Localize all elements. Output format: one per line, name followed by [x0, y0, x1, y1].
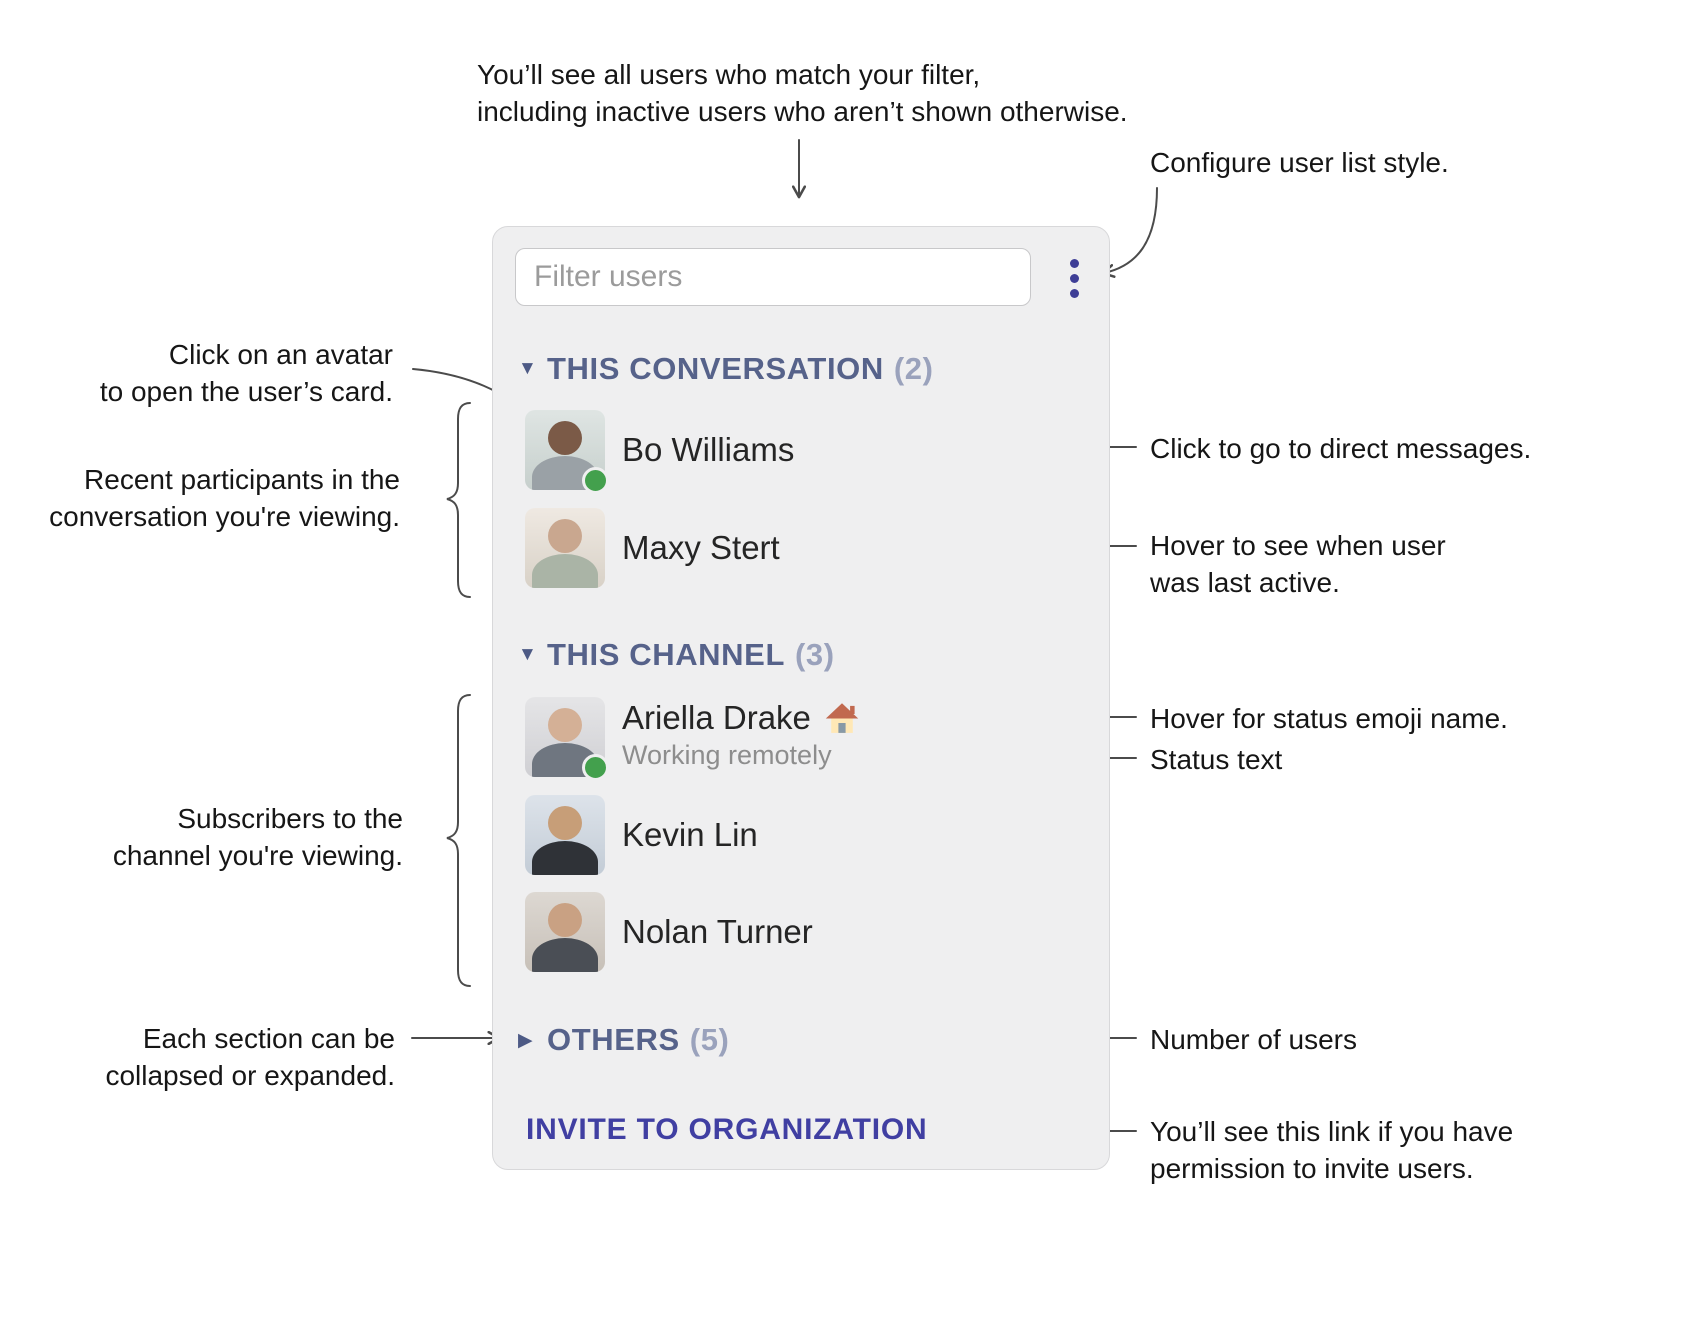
user-name[interactable]: Bo Williams: [622, 431, 795, 468]
triangle-down-icon: ▼: [518, 358, 537, 379]
user-status-text: Working remotely: [622, 740, 832, 770]
annotation-invite: You’ll see this link if you have permiss…: [1150, 1116, 1514, 1184]
annotation-avatar: Click on an avatar to open the user’s ca…: [99, 339, 393, 407]
annotation-status-text: Status text: [1150, 744, 1283, 775]
section-label: THIS CONVERSATION: [547, 351, 884, 386]
annotation-dm: Click to go to direct messages.: [1150, 433, 1532, 464]
online-status-dot: [582, 467, 609, 494]
avatar[interactable]: [525, 410, 609, 494]
user-row-nolan-turner[interactable]: Nolan Turner: [493, 892, 1109, 972]
avatar-photo: [525, 892, 605, 972]
avatar[interactable]: [525, 697, 609, 781]
section-count: (2): [893, 351, 934, 386]
invite-to-organization-link[interactable]: INVITE TO ORGANIZATION: [526, 1113, 928, 1146]
triangle-down-icon: ▼: [518, 644, 537, 665]
vertical-ellipsis-icon: [1069, 288, 1079, 298]
avatar[interactable]: [525, 892, 605, 972]
connector-configure-note: [1104, 187, 1158, 273]
user-row-maxy-stert[interactable]: Maxy Stert: [493, 508, 1109, 588]
vertical-ellipsis-icon: [1069, 258, 1079, 268]
brace-conversation-section: [446, 402, 471, 598]
filter-users-input[interactable]: [515, 248, 1031, 306]
user-row-ariella-drake[interactable]: Ariella Drake Working remotely: [493, 694, 1109, 781]
annotation-status-emoji: Hover for status emoji name.: [1150, 703, 1508, 734]
annotation-configure: Configure user list style.: [1150, 147, 1449, 178]
avatar[interactable]: [525, 508, 605, 588]
user-name-text: Ariella Drake: [622, 699, 811, 736]
section-others[interactable]: ▶ OTHERS (5): [518, 1020, 729, 1060]
vertical-ellipsis-icon: [1069, 273, 1079, 283]
section-label: OTHERS: [547, 1022, 680, 1057]
user-row-bo-williams[interactable]: Bo Williams: [493, 410, 1109, 494]
house-status-emoji-icon[interactable]: [824, 702, 860, 735]
section-count: (5): [689, 1022, 730, 1057]
avatar-photo: [525, 795, 605, 875]
user-row-kevin-lin[interactable]: Kevin Lin: [493, 795, 1109, 875]
section-label: THIS CHANNEL: [547, 637, 785, 672]
annotation-collapse: Each section can be collapsed or expande…: [105, 1023, 395, 1091]
annotation-user-count: Number of users: [1150, 1024, 1357, 1055]
brace-channel-section: [446, 694, 471, 987]
section-this-channel[interactable]: ▼ THIS CHANNEL (3): [518, 635, 835, 675]
triangle-right-icon: ▶: [518, 1029, 533, 1051]
annotation-last-active: Hover to see when user was last active.: [1150, 530, 1446, 598]
user-name[interactable]: Kevin Lin: [622, 816, 758, 853]
section-count: (3): [794, 637, 835, 672]
user-list-menu-button[interactable]: [1051, 254, 1097, 302]
user-name[interactable]: Maxy Stert: [622, 529, 780, 566]
annotation-subscribers: Subscribers to the channel you're viewin…: [112, 803, 403, 871]
user-name[interactable]: Nolan Turner: [622, 913, 813, 950]
annotation-filter: You’ll see all users who match your filt…: [477, 59, 1128, 127]
user-name[interactable]: Ariella Drake: [622, 694, 860, 742]
user-list-panel: ▼ THIS CONVERSATION (2) Bo Williams Maxy…: [492, 226, 1110, 1170]
online-status-dot: [582, 754, 609, 781]
annotation-participants: Recent participants in the conversation …: [49, 464, 400, 532]
avatar[interactable]: [525, 795, 605, 875]
avatar-photo: [525, 508, 605, 588]
section-this-conversation[interactable]: ▼ THIS CONVERSATION (2): [518, 349, 934, 389]
